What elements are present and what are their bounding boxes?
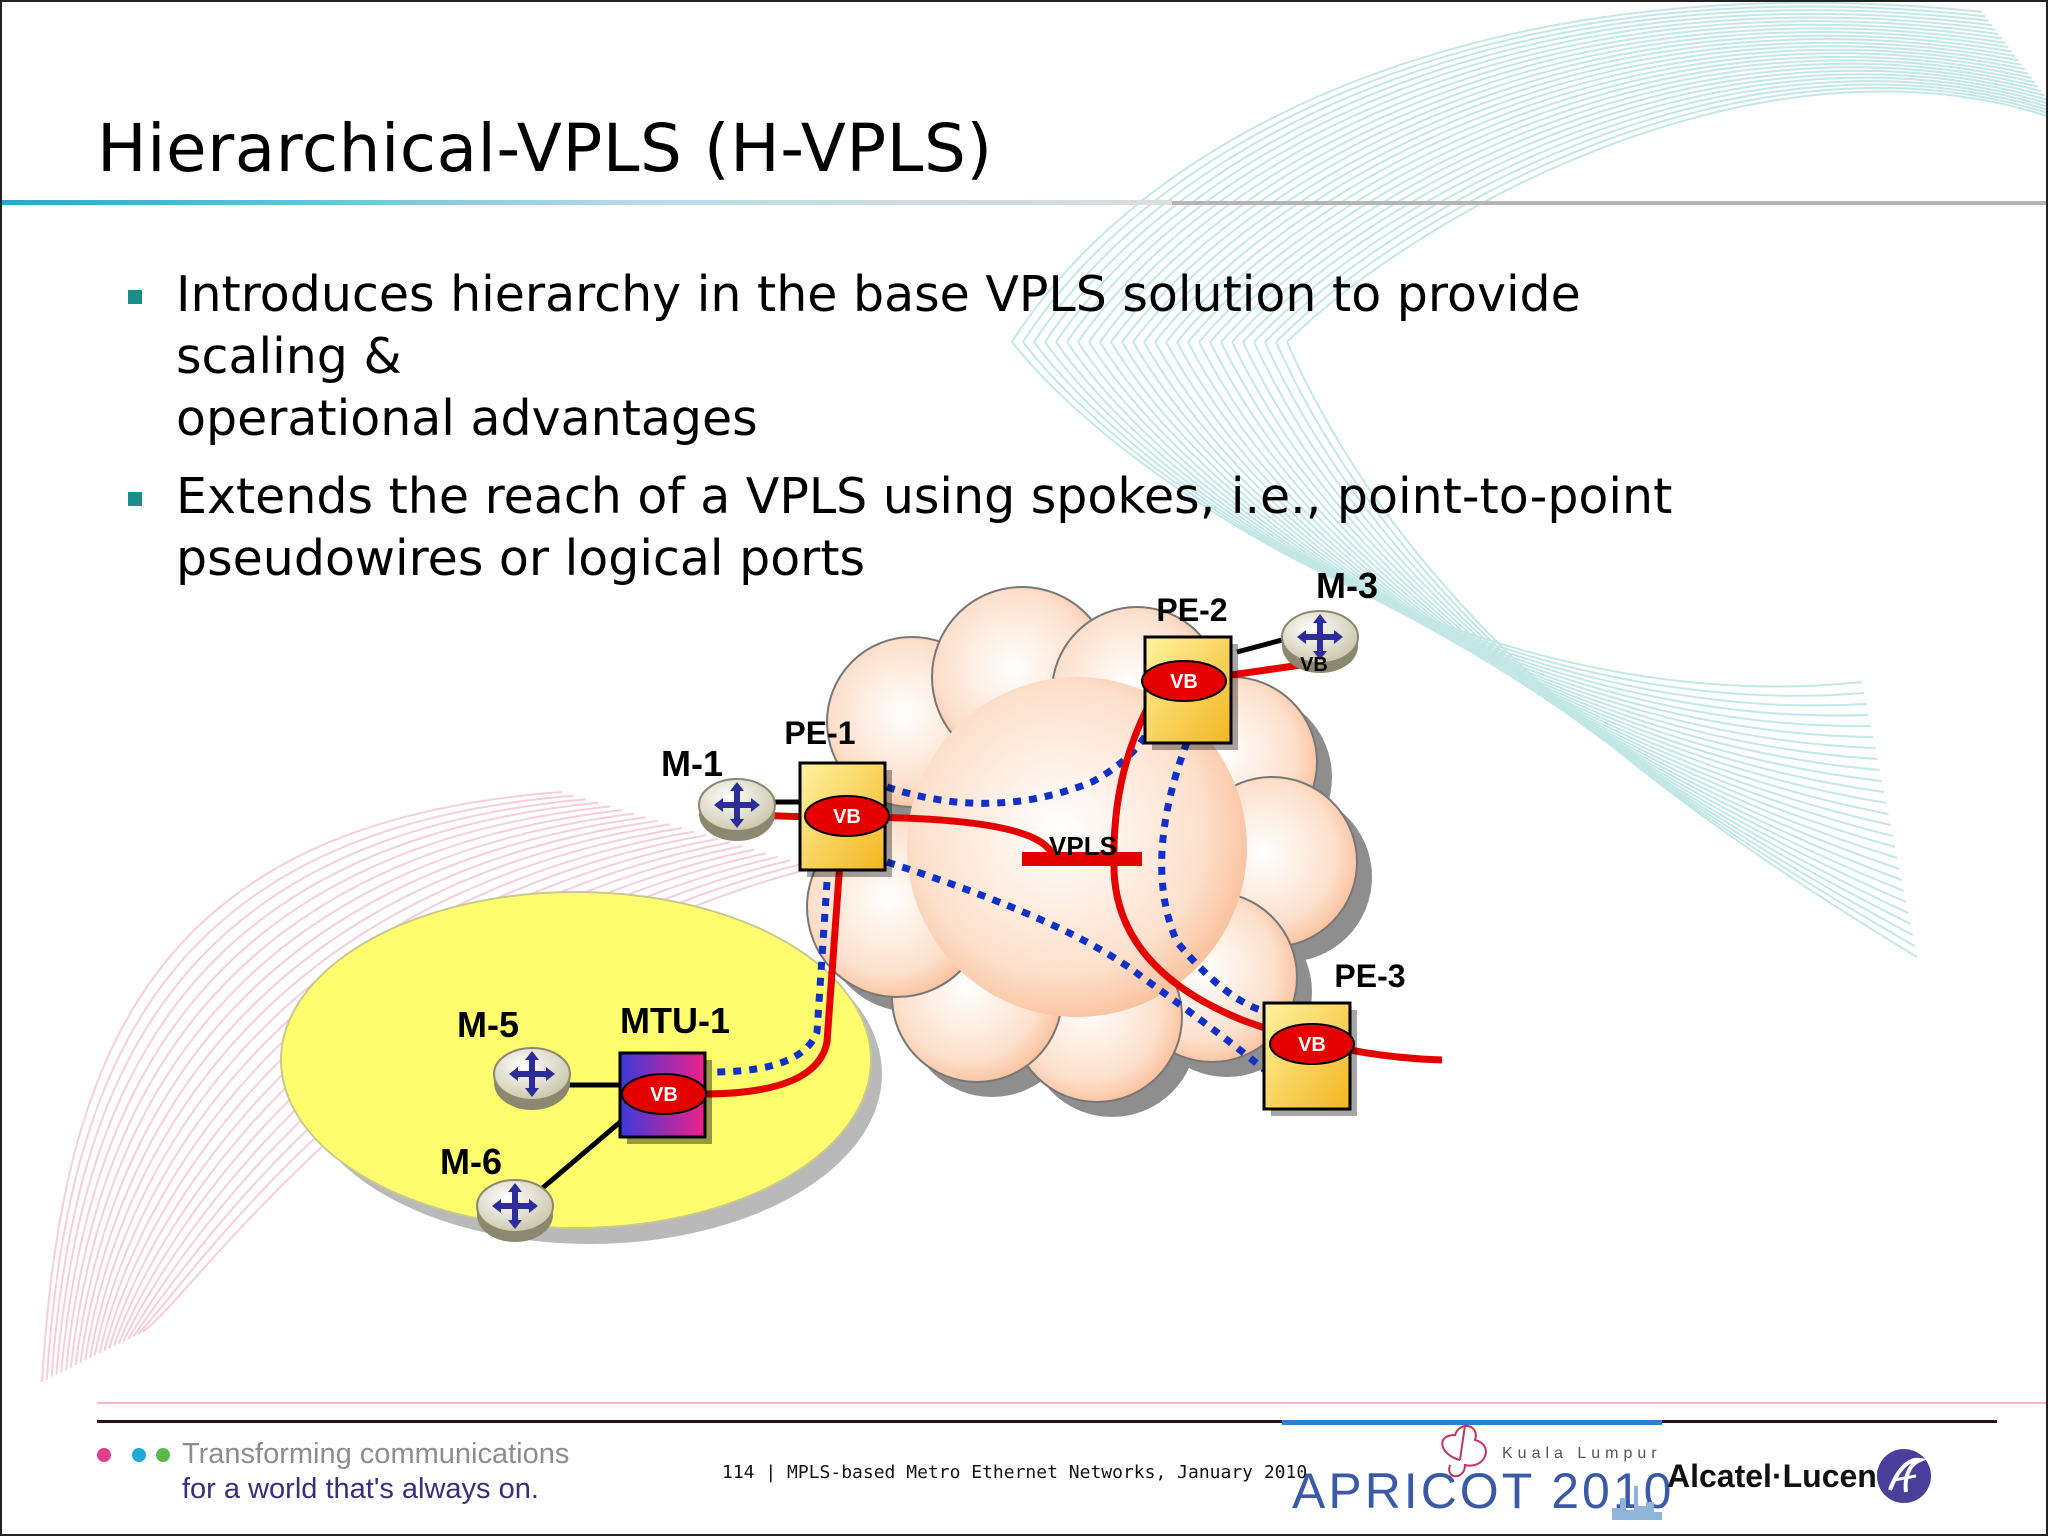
- company-name: Alcatel·Lucent: [1667, 1458, 1888, 1494]
- bullet-list: Introduces hierarchy in the base VPLS so…: [124, 264, 1764, 606]
- bullet-line: Introduces hierarchy in the base VPLS so…: [176, 266, 1581, 385]
- footer-dot-green-icon: [156, 1448, 170, 1462]
- router-m6: [476, 1179, 554, 1242]
- m-6-label: M-6: [440, 1141, 502, 1182]
- slide-title: Hierarchical-VPLS (H-VPLS): [97, 110, 993, 187]
- router-m1: [698, 778, 776, 841]
- footer-dot-pink-icon: [97, 1448, 111, 1462]
- m-1-label: M-1: [661, 743, 723, 784]
- bullet-line: pseudowires or logical ports: [176, 530, 866, 587]
- vb-label: VB: [833, 806, 861, 828]
- router-m5: [493, 1047, 571, 1110]
- vpls-bridge-bar: [1022, 852, 1142, 866]
- vb-label: VB: [1170, 671, 1198, 693]
- alcatel-lucent-logo-icon: [1877, 1449, 1931, 1503]
- router-m3: [1281, 610, 1359, 673]
- vb-label-m3: VB: [1300, 654, 1328, 676]
- bullet-line: operational advantages: [176, 390, 758, 447]
- event-name: APRICOT 2010: [1292, 1463, 1675, 1519]
- bullet-square-icon: [128, 290, 142, 304]
- vb-label: VB: [1298, 1034, 1326, 1056]
- city-skyline-icon: [1612, 1486, 1662, 1520]
- vb-mtu1: VB: [621, 1073, 707, 1115]
- vpls-cloud-core: [907, 677, 1247, 1017]
- bullet-square-icon: [128, 492, 142, 506]
- m-3-label: M-3: [1316, 565, 1378, 606]
- vb-pe2: VB: [1141, 660, 1227, 702]
- tagline-line2: for a world that's always on.: [182, 1473, 539, 1505]
- bullet-line: Extends the reach of a VPLS using spokes…: [176, 468, 1673, 525]
- tagline-line1: Transforming communications: [182, 1438, 570, 1470]
- pe-3-label: PE-3: [1334, 958, 1405, 994]
- pe-1-label: PE-1: [784, 715, 855, 751]
- vpls-label: VPLS: [1049, 831, 1117, 861]
- pe-2-label: PE-2: [1156, 592, 1227, 628]
- apricot-flower-logo-icon: [1441, 1424, 1487, 1478]
- bullet-item: Extends the reach of a VPLS using spokes…: [124, 466, 1764, 590]
- m-5-label: M-5: [457, 1004, 519, 1045]
- vb-pe3: VB: [1269, 1023, 1355, 1065]
- bullet-item: Introduces hierarchy in the base VPLS so…: [124, 264, 1764, 450]
- access-area: [280, 891, 872, 1229]
- vb-pe1: VB: [804, 795, 890, 837]
- mtu-1-label: MTU-1: [620, 1000, 730, 1041]
- page-info: 114 | MPLS-based Metro Ethernet Networks…: [722, 1462, 1308, 1483]
- footer-dot-blue-icon: [132, 1448, 146, 1462]
- footer-tagline: Transforming communications for a world …: [182, 1437, 569, 1507]
- vb-label: VB: [650, 1084, 678, 1106]
- event-city: Kuala Lumpur: [1502, 1445, 1662, 1462]
